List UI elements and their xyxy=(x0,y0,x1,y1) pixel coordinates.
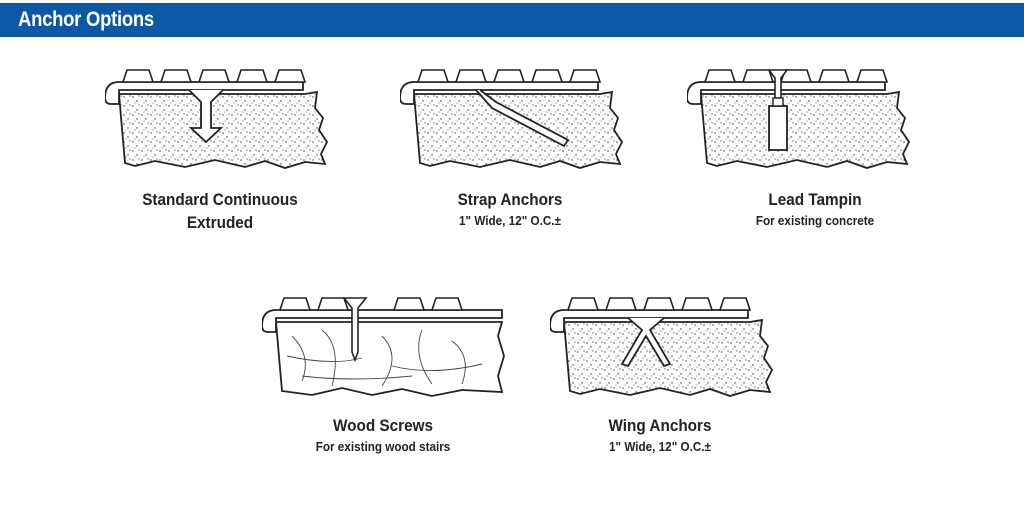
option-subtitle: 1" Wide, 12" O.C.± xyxy=(609,439,711,454)
lead-tampin-diagram xyxy=(687,69,910,169)
lead-tampin-caption: Lead Tampin For existing concrete xyxy=(749,188,880,231)
wood-screws-diagram xyxy=(262,297,505,397)
option-title: Wood Screws xyxy=(332,416,434,435)
standard-continuous-caption: Standard Continuous Extruded xyxy=(134,188,307,234)
wing-anchors-caption: Wing Anchors 1" Wide, 12" O.C.± xyxy=(603,414,717,457)
strap-anchors-diagram xyxy=(400,69,623,169)
option-subtitle: For existing wood stairs xyxy=(315,439,451,454)
standard-continuous-diagram xyxy=(105,69,328,169)
section-title: Anchor Options xyxy=(18,8,154,31)
option-title: Wing Anchors xyxy=(608,416,712,435)
option-subtitle: For existing concrete xyxy=(755,213,875,228)
wing-anchors-diagram xyxy=(550,297,773,397)
strap-anchors-caption: Strap Anchors 1" Wide, 12" O.C.± xyxy=(452,188,569,231)
wood-screws-caption: Wood Screws For existing wood stairs xyxy=(308,414,458,457)
option-title: Lead Tampin xyxy=(768,190,862,209)
option-title: Strap Anchors xyxy=(457,190,563,209)
option-subtitle: 1" Wide, 12" O.C.± xyxy=(459,213,561,228)
section-header: Anchor Options xyxy=(0,3,1024,37)
option-title-line2: Extruded xyxy=(186,213,254,232)
option-title: Standard Continuous xyxy=(142,190,298,209)
